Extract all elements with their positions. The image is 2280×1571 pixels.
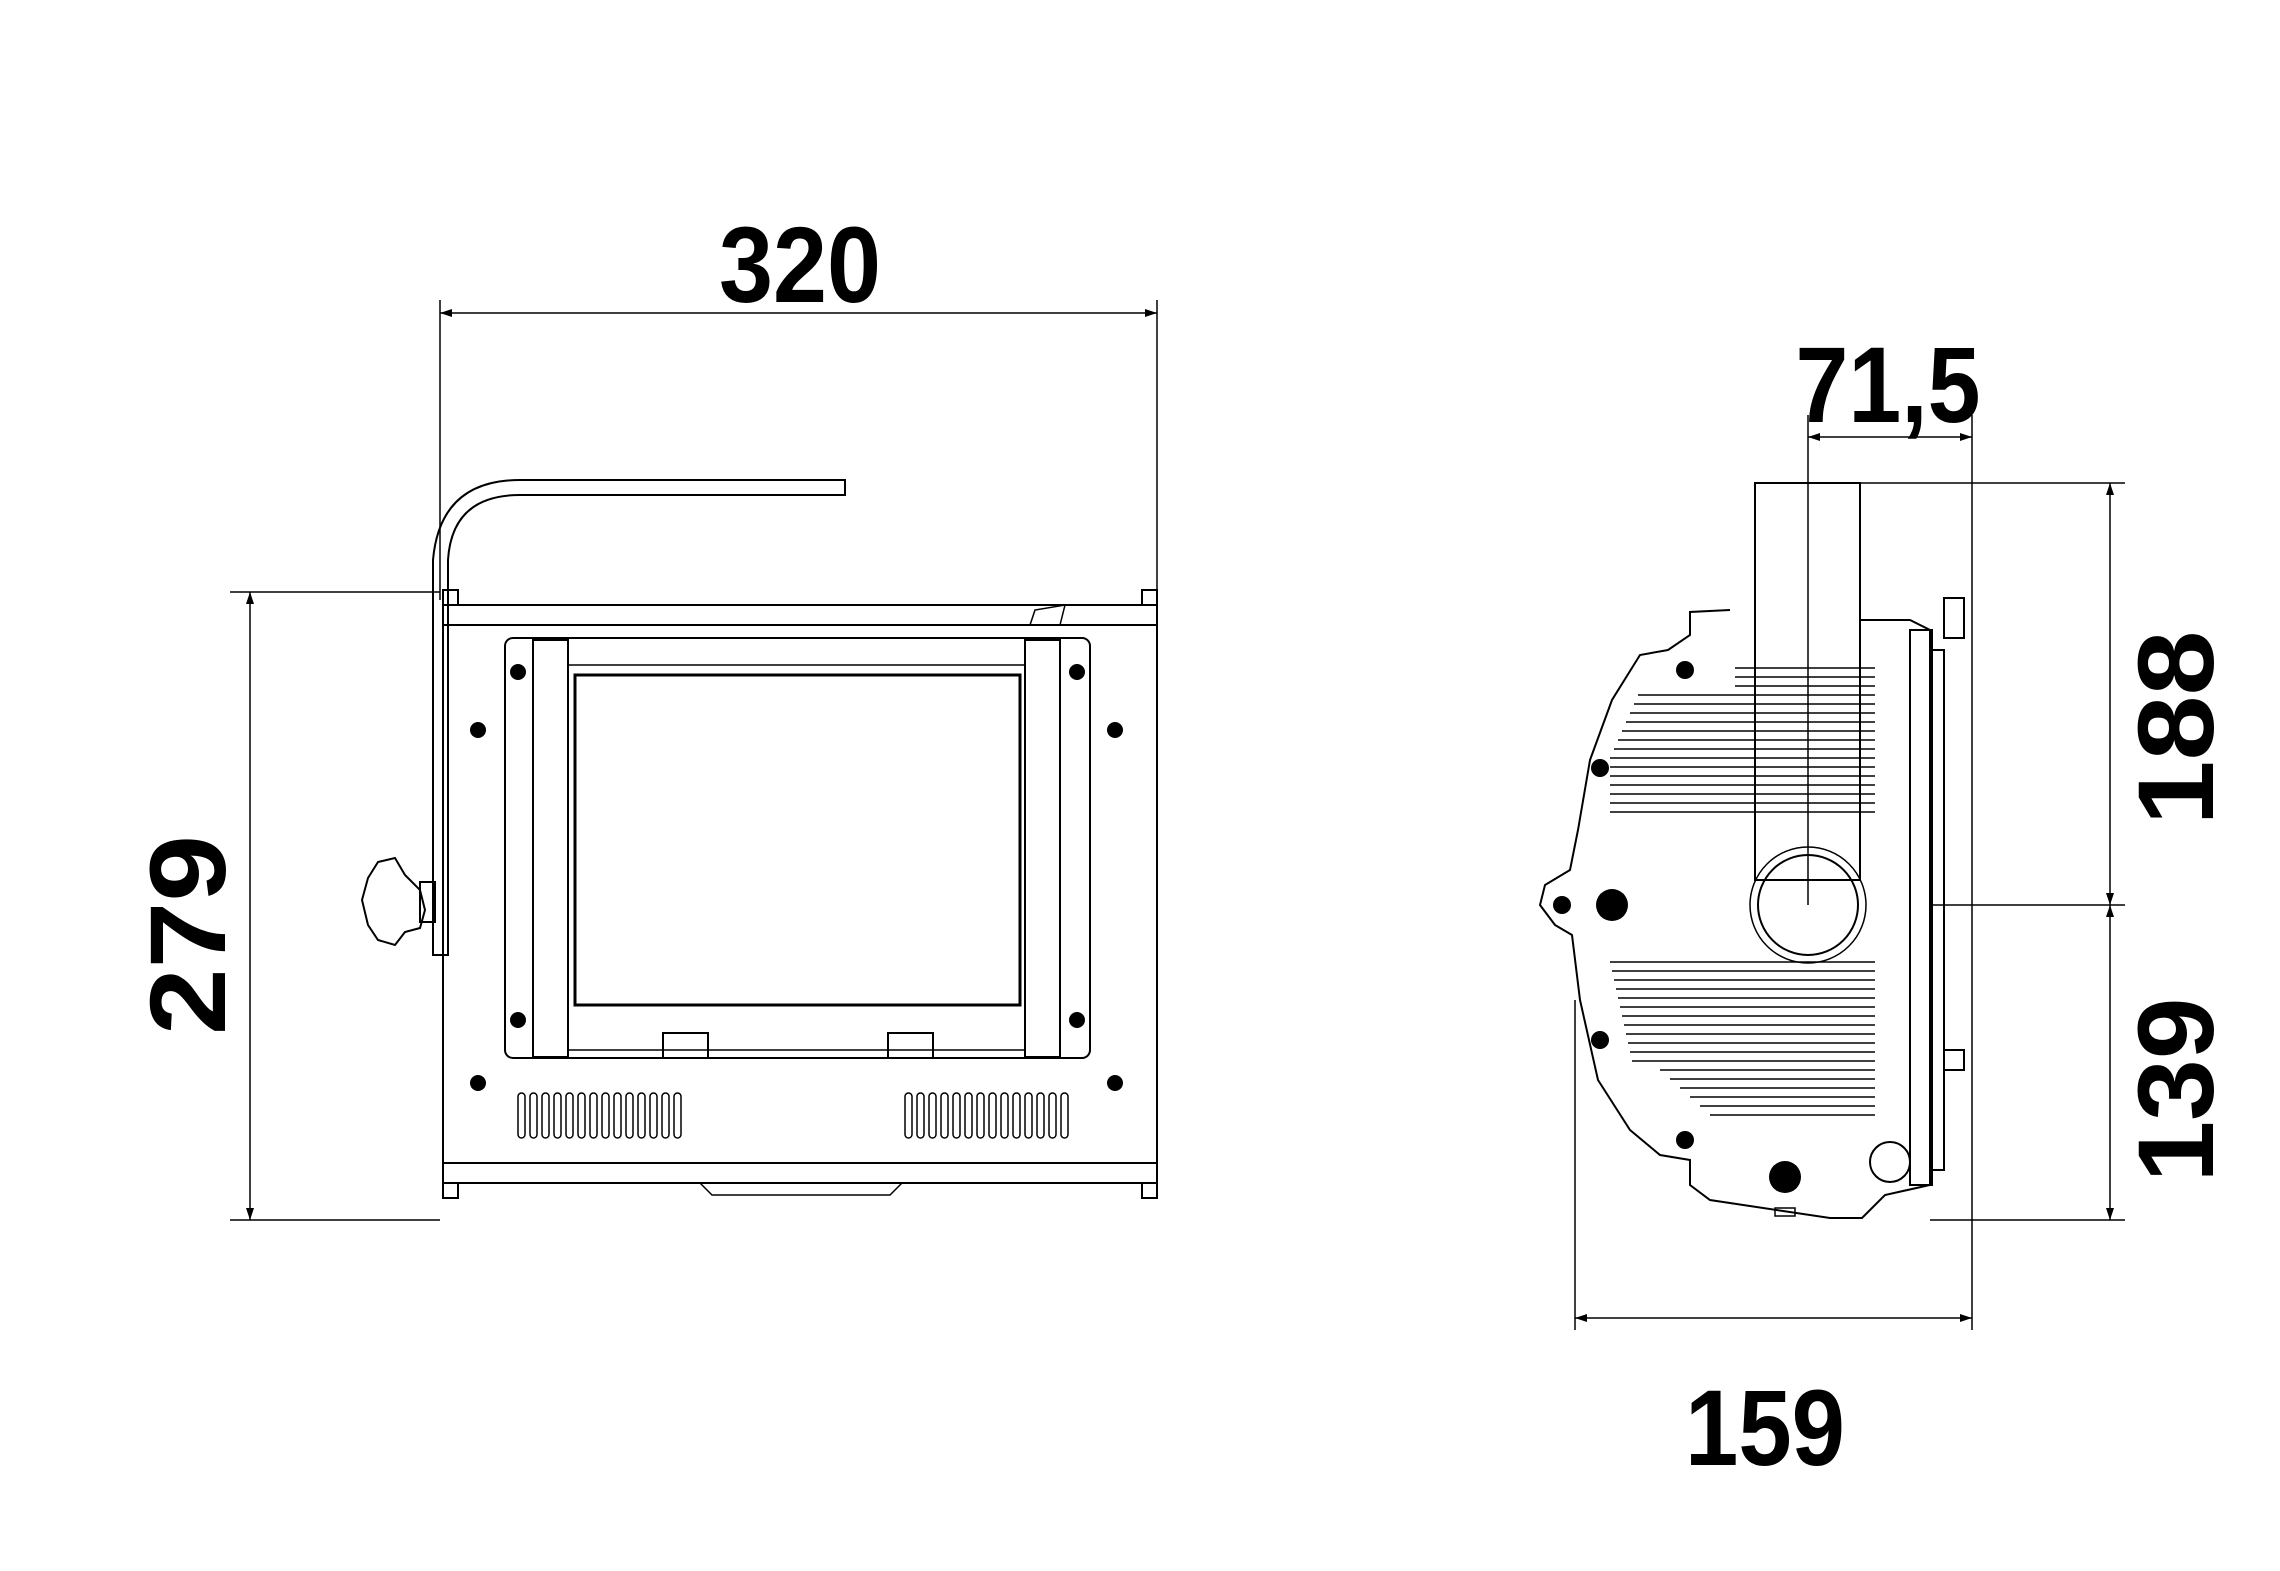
vent-slot	[625, 1092, 634, 1139]
knob	[360, 856, 427, 947]
dimension-upper-label: 188	[2115, 631, 2236, 826]
front-dimensions: 320 279	[127, 204, 1158, 1221]
side-body	[1538, 609, 1931, 1219]
dimension-height-label: 279	[127, 835, 248, 1035]
vent-slot	[904, 1092, 913, 1139]
dimension-offset-label: 71,5	[1796, 324, 1981, 445]
vent-slot	[661, 1092, 670, 1139]
side-view	[1538, 482, 1965, 1219]
dimension-width-label: 320	[719, 204, 881, 325]
lens-frame	[504, 637, 1091, 1059]
housing-outer	[442, 604, 1158, 1184]
cooling-fins-upper	[1610, 667, 1875, 813]
vent-slot	[988, 1092, 997, 1139]
dimension-lower-label: 139	[2115, 998, 2236, 1183]
vent-slot	[964, 1092, 973, 1139]
vent-slot	[613, 1092, 622, 1139]
cooling-fins-lower	[1610, 961, 1875, 1116]
vent-slot	[1036, 1092, 1045, 1139]
vent-slot	[541, 1092, 550, 1139]
vent-slot	[517, 1092, 526, 1139]
side-dimensions: 71,5 188 139 159	[1574, 324, 2236, 1488]
vent-slot	[577, 1092, 586, 1139]
vent-slot	[1000, 1092, 1009, 1139]
vent-slot	[916, 1092, 925, 1139]
vent-slots-right	[904, 1092, 1069, 1139]
vent-slot	[928, 1092, 937, 1139]
vent-slot	[1024, 1092, 1033, 1139]
vent-slot	[1012, 1092, 1021, 1139]
vent-slot	[589, 1092, 598, 1139]
vent-slots-left	[517, 1092, 682, 1139]
dimension-depth-label: 159	[1685, 1367, 1845, 1488]
vent-slot	[673, 1092, 682, 1139]
vent-slot	[601, 1092, 610, 1139]
vent-slot	[940, 1092, 949, 1139]
vent-slot	[976, 1092, 985, 1139]
vent-slot	[1048, 1092, 1057, 1139]
lens-window	[573, 673, 1022, 1007]
vent-slot	[553, 1092, 562, 1139]
vent-slot	[637, 1092, 646, 1139]
carrying-handle	[432, 479, 846, 956]
front-view	[360, 479, 1158, 1199]
vent-slot	[649, 1092, 658, 1139]
vent-slot	[1060, 1092, 1069, 1139]
vent-slot	[565, 1092, 574, 1139]
vent-slot	[952, 1092, 961, 1139]
vent-slot	[529, 1092, 538, 1139]
